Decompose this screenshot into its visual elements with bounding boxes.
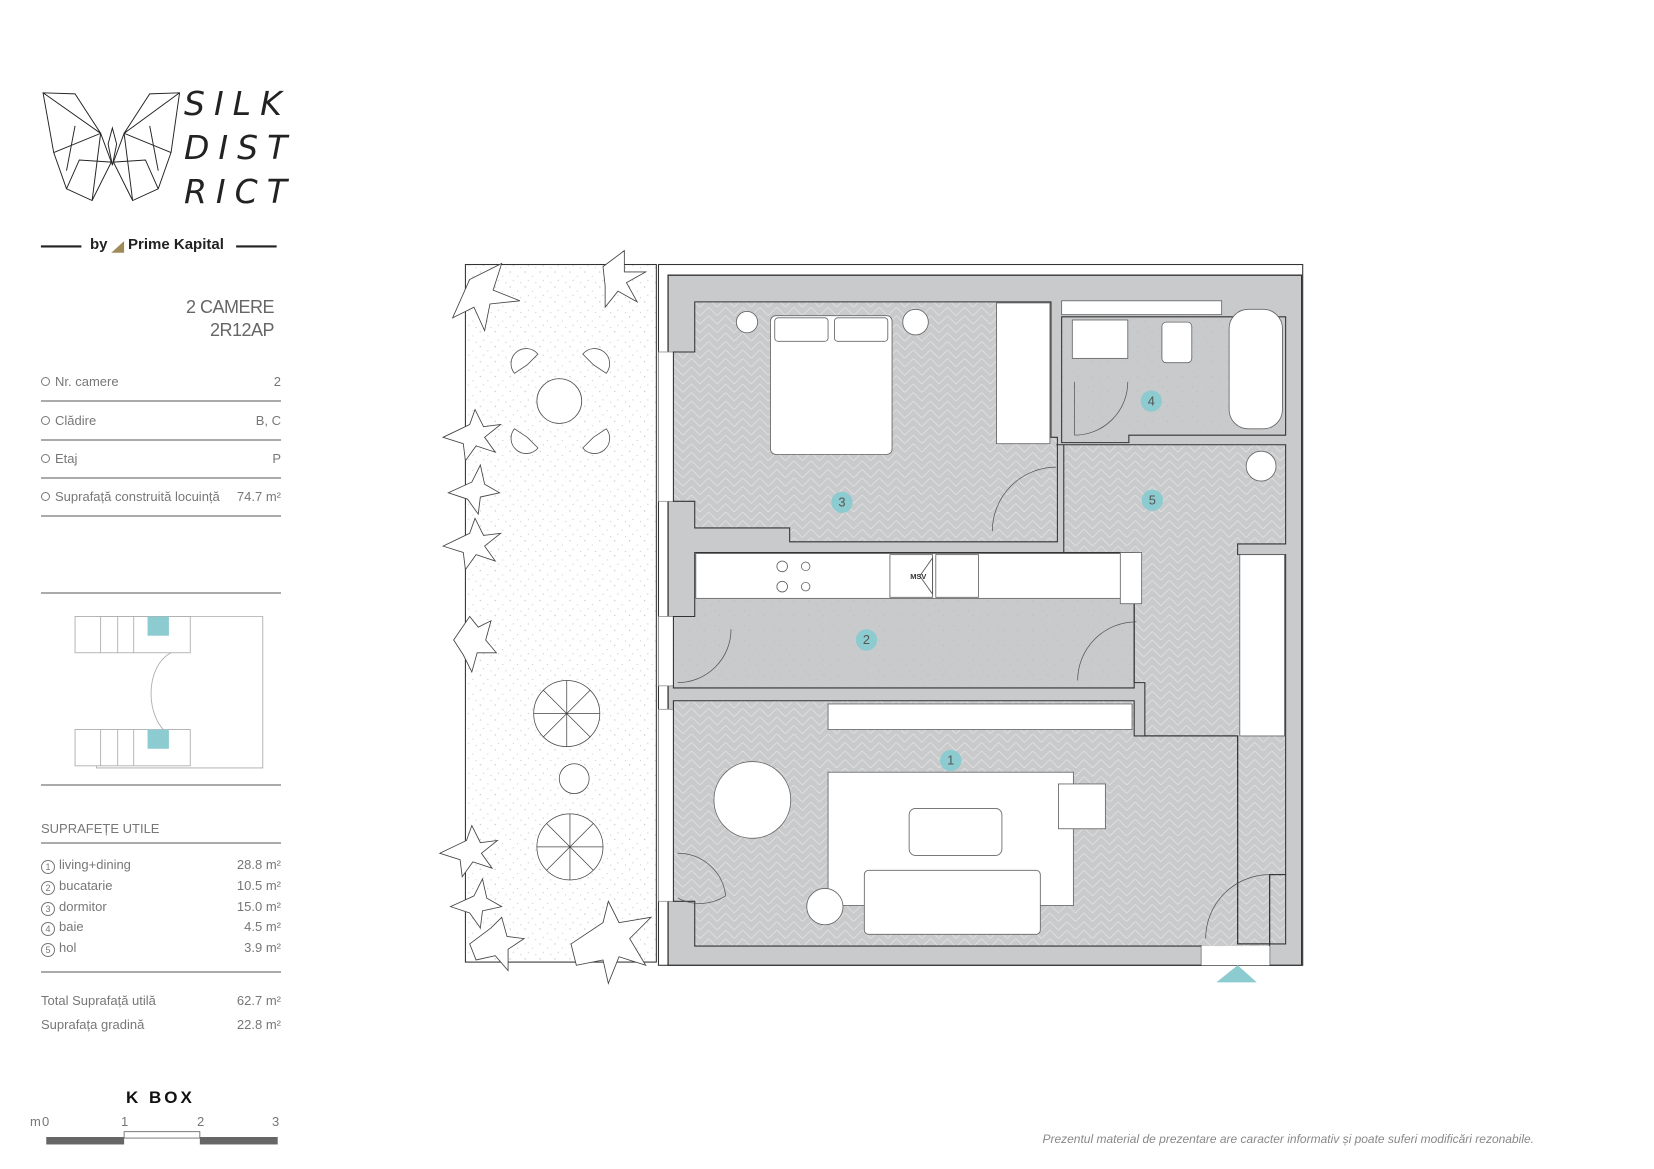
- key-plan-unit-highlight: [147, 616, 169, 636]
- company-name: Prime Kapital: [128, 236, 224, 253]
- unit-code: 2R12AP: [209, 320, 275, 340]
- apartment: MSV 1 2 3 4 5: [657, 263, 1304, 983]
- plant-icon: [438, 249, 653, 985]
- disclaimer: Prezentul material de prezentare are car…: [1042, 1132, 1534, 1146]
- parasol-icon: [533, 680, 604, 881]
- divider: [41, 842, 281, 844]
- divider: [41, 515, 281, 517]
- room-number-1: 1: [947, 753, 954, 768]
- scale-tick-0: 0: [42, 1114, 50, 1129]
- divider: [41, 400, 281, 402]
- scale-tick-1: 1: [121, 1114, 129, 1129]
- dining-table-icon: [713, 761, 792, 839]
- divider: [41, 439, 281, 441]
- toilet-icon: [1161, 321, 1193, 364]
- garden-table-icon: [510, 348, 611, 454]
- bed-icon: [770, 315, 893, 455]
- washing-machine-icon: [1245, 450, 1277, 482]
- divider: [41, 784, 281, 786]
- bathtub-icon: [1228, 308, 1283, 430]
- msv-label: MSV: [910, 572, 926, 581]
- room-number-4: 4: [1148, 393, 1155, 408]
- door-swing-icon: [677, 381, 1270, 939]
- sofa-icon: [863, 869, 1041, 935]
- scale-tick-2: 2: [197, 1114, 205, 1129]
- divider: [41, 592, 281, 594]
- key-plan: [74, 616, 264, 769]
- divider: [41, 971, 281, 973]
- by-label: by: [90, 236, 108, 253]
- kbox-logo: K BOX: [126, 1088, 195, 1107]
- sink-icon: [935, 554, 979, 598]
- scale-unit: m: [30, 1114, 41, 1129]
- armchair-icon: [1058, 783, 1106, 830]
- logo-butterfly-icon: [42, 92, 181, 202]
- room-number-2: 2: [863, 632, 870, 647]
- scale-bar: [46, 1131, 278, 1145]
- divider: [41, 477, 281, 479]
- room-number-badges: 1 2 3 4 5: [831, 390, 1163, 772]
- areas-title: SUPRAFEȚE UTILE: [41, 821, 160, 836]
- prime-kapital-logo-icon: [111, 241, 125, 253]
- furniture: [695, 300, 1286, 935]
- coffee-table-icon: [908, 808, 1003, 856]
- unit-type: 2 CAMERE: [185, 297, 275, 317]
- room-number-5: 5: [1149, 493, 1156, 508]
- scale-tick-3: 3: [272, 1114, 280, 1129]
- garden: [438, 249, 657, 985]
- brand-wordmark: SILK DIST RICT: [184, 84, 297, 211]
- entrance-arrow-icon: [1216, 965, 1257, 983]
- key-plan-unit-highlight: [147, 729, 169, 749]
- room-number-3: 3: [838, 495, 845, 510]
